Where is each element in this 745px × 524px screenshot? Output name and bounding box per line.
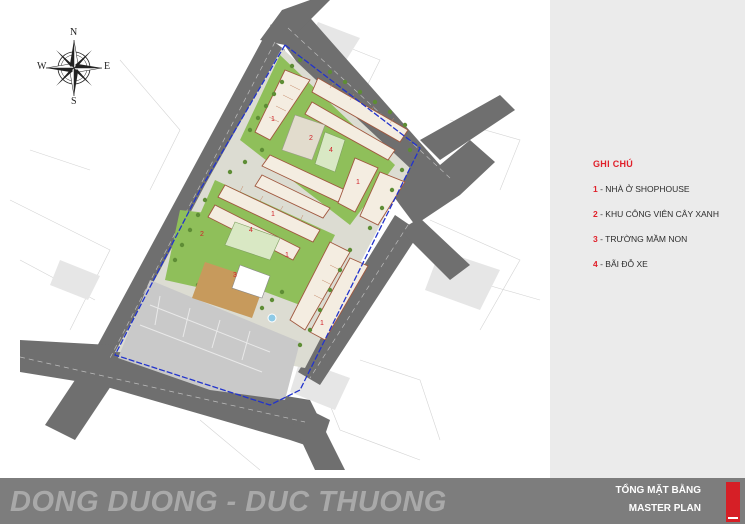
zone-label: 2 [309,135,313,142]
site-plan-drawing: 1 2 4 1 4 1 2 3 1 1 [9,0,541,471]
footer-bar: DONG DUONG - DUC THUONG TỔNG MẶT BẰNG MA… [0,478,745,524]
zone-label: 4 [329,147,333,154]
legend-item-text: - NHÀ Ở SHOPHOUSE [597,184,690,194]
legend-item-shophouse: 1 - NHÀ Ở SHOPHOUSE [593,184,719,209]
plan-title-vietnamese: TỔNG MẶT BẰNG [615,485,701,496]
plan-title-english: MASTER PLAN [628,503,701,514]
compass-icon [45,39,103,97]
zone-labels: 1 2 4 1 4 1 2 3 1 1 [200,116,360,327]
compass-rose: N S E W [36,27,112,107]
legend-item-number: 3 [593,234,598,244]
zone-label: 2 [200,231,204,238]
park-plaza [281,114,326,161]
project-title: DONG DUONG - DUC THUONG [10,486,447,518]
legend-item-text: - KHU CÔNG VIÊN CÂY XANH [597,209,719,219]
kindergarten-building [231,264,271,299]
legend-item-parking: 4 - BÃI ĐỖ XE [593,259,719,284]
parking-area-central [224,221,281,261]
zone-label: 1 [356,179,360,186]
zone-label: 1 [285,252,289,259]
zone-label: 4 [249,227,253,234]
playground-pool [267,313,277,323]
legend-item-park: 2 - KHU CÔNG VIÊN CÂY XANH [593,209,719,234]
legend-item-number: 2 [593,209,598,219]
compass-west-label: W [37,61,47,72]
brand-logo-icon [726,482,740,522]
road-centerlines [19,27,451,423]
legend-panel: GHI CHÚ 1 - NHÀ Ở SHOPHOUSE 2 - KHU CÔNG… [550,0,745,478]
legend-item-number: 4 [593,259,598,269]
legend-list: 1 - NHÀ Ở SHOPHOUSE 2 - KHU CÔNG VIÊN CÂ… [593,184,719,284]
legend-item-number: 1 [593,184,598,194]
legend-item-text: - TRƯỜNG MẦM NON [597,234,688,244]
zone-label: 1 [271,116,275,123]
parking-markings [139,295,271,373]
zone-label: 1 [320,320,324,327]
site-plan-map: 1 2 4 1 4 1 2 3 1 1 [9,0,541,471]
compass-south-label: S [71,96,77,107]
roads [20,0,515,470]
zone-label: 3 [233,272,237,279]
legend-item-kindergarten: 3 - TRƯỜNG MẦM NON [593,234,719,259]
compass-north-label: N [70,27,78,38]
legend-title: GHI CHÚ [593,159,634,169]
zone-label: 1 [271,211,275,218]
compass-east-label: E [104,61,111,72]
legend-item-text: - BÃI ĐỖ XE [597,259,648,269]
parking-area-north [314,131,346,173]
trees [172,57,413,348]
site-boundary [114,44,421,406]
